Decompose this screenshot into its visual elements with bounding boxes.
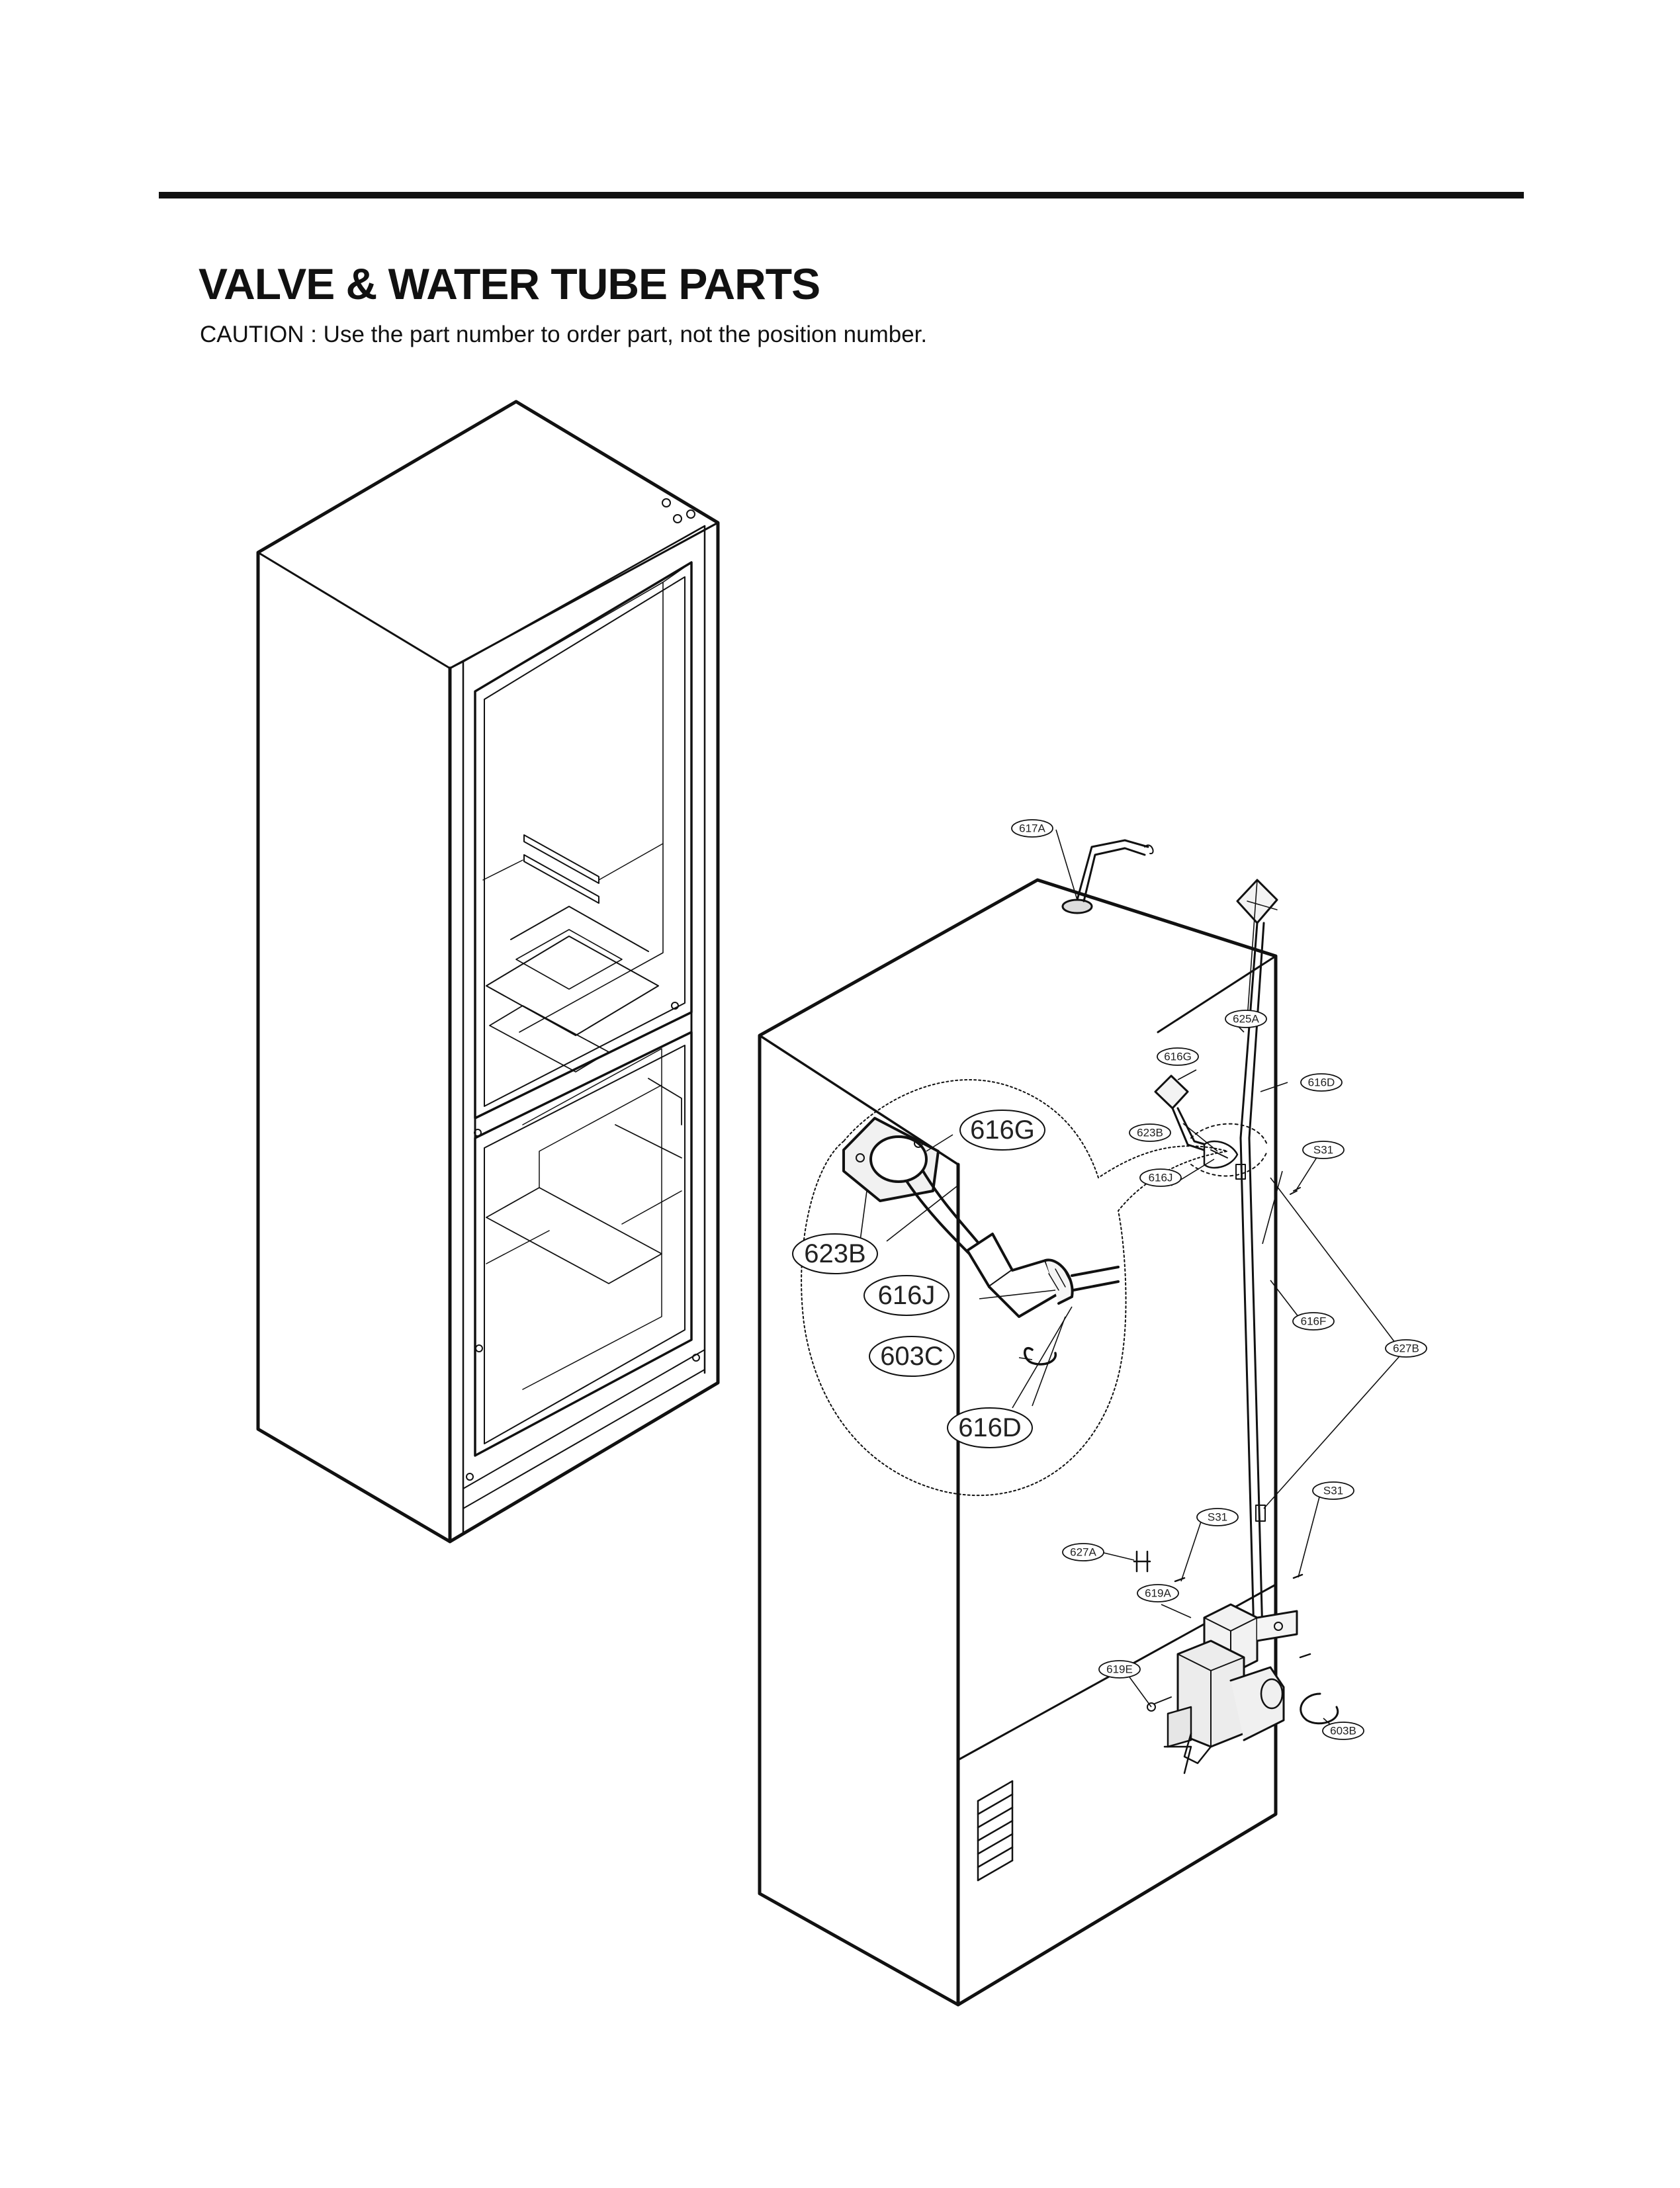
svg-text:616J: 616J bbox=[1149, 1172, 1173, 1184]
svg-text:S31: S31 bbox=[1323, 1485, 1343, 1497]
callout-627A: 627A bbox=[1062, 1543, 1104, 1561]
svg-text:625A: 625A bbox=[1233, 1013, 1259, 1026]
callout-S31-right: S31 bbox=[1312, 1481, 1354, 1500]
svg-text:616G: 616G bbox=[1164, 1051, 1192, 1063]
callout-623B: 623B bbox=[1129, 1123, 1171, 1142]
callout-616D: 616D bbox=[1300, 1073, 1343, 1092]
svg-text:623B: 623B bbox=[1137, 1127, 1163, 1139]
leader-lines bbox=[860, 829, 1400, 1731]
detail-callout-603C: 603C bbox=[869, 1336, 955, 1377]
detail-callout-623B: 623B bbox=[792, 1233, 878, 1274]
svg-text:616F: 616F bbox=[1301, 1315, 1327, 1328]
svg-text:619E: 619E bbox=[1106, 1663, 1133, 1676]
top-rule bbox=[159, 192, 1524, 198]
callout-619E: 619E bbox=[1098, 1660, 1141, 1679]
callout-616G: 616G bbox=[1157, 1047, 1199, 1066]
svg-text:617A: 617A bbox=[1019, 822, 1045, 835]
caution-note: CAUTION : Use the part number to order p… bbox=[200, 322, 928, 347]
svg-text:S31: S31 bbox=[1313, 1144, 1333, 1157]
callout-603B: 603B bbox=[1322, 1722, 1364, 1740]
callouts-detail: 616G 623B 616J 603C 616D bbox=[792, 1110, 1045, 1448]
svg-text:616D: 616D bbox=[1308, 1076, 1335, 1089]
callouts-small: 617A 625A 616G 616D 623B S31 616J 616F bbox=[1011, 819, 1427, 1740]
svg-text:616G: 616G bbox=[970, 1116, 1035, 1145]
svg-text:616J: 616J bbox=[878, 1281, 936, 1310]
detail-callout-616J: 616J bbox=[863, 1275, 950, 1316]
svg-text:627B: 627B bbox=[1393, 1342, 1419, 1355]
callout-619A: 619A bbox=[1137, 1584, 1179, 1602]
callout-S31-upper: S31 bbox=[1302, 1141, 1345, 1159]
detail-callout-616G: 616G bbox=[959, 1110, 1045, 1151]
callout-S31-middle: S31 bbox=[1196, 1508, 1239, 1526]
detail-callout-616D: 616D bbox=[947, 1407, 1033, 1448]
svg-text:623B: 623B bbox=[804, 1239, 865, 1268]
detail-bubble bbox=[801, 1079, 1228, 1497]
callout-616F: 616F bbox=[1292, 1312, 1335, 1331]
svg-text:627A: 627A bbox=[1070, 1546, 1096, 1559]
svg-text:603B: 603B bbox=[1330, 1725, 1356, 1737]
svg-text:619A: 619A bbox=[1145, 1587, 1171, 1600]
callout-617A: 617A bbox=[1011, 819, 1053, 838]
page-title: VALVE & WATER TUBE PARTS bbox=[199, 259, 820, 308]
svg-text:S31: S31 bbox=[1208, 1511, 1227, 1524]
callout-625A: 625A bbox=[1225, 1010, 1267, 1028]
callout-627B: 627B bbox=[1385, 1339, 1427, 1358]
fridge-front-view bbox=[256, 400, 720, 1544]
svg-text:603C: 603C bbox=[880, 1342, 944, 1371]
svg-text:616D: 616D bbox=[958, 1413, 1022, 1442]
callout-616J: 616J bbox=[1139, 1168, 1182, 1187]
fridge-rear-view bbox=[758, 839, 1339, 2007]
